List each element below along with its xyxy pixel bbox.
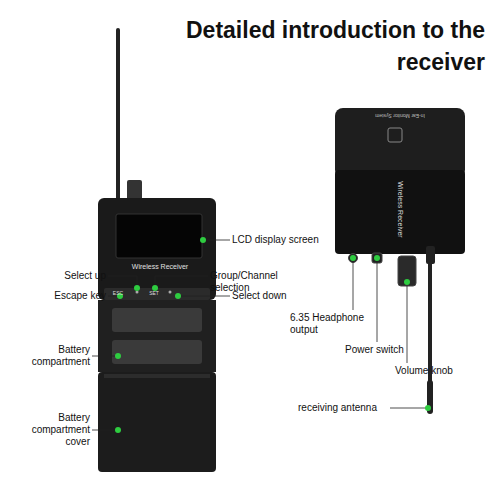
part-label: Power switch [345,344,435,356]
part-label: Escape key [20,290,106,302]
volume-knob [398,256,416,286]
battery [112,308,202,332]
power-switch [372,253,382,263]
part-label: 6.35 Headphone output [290,312,372,336]
hinge [104,374,210,378]
part-label: Select down [232,290,322,302]
part-label: ESC [108,290,128,297]
part-label: receiving antenna [298,402,390,414]
part-label: SET [144,290,164,297]
part-label: Select up [20,270,106,282]
antenna [116,28,120,200]
headphone-jack [349,254,358,263]
title: Detailed introduction to the receiver [100,14,485,78]
part-label: Battery compartment cover [20,412,90,448]
button [169,291,172,294]
part-label: In-Ear Monitor System [355,112,445,119]
part-label: Battery compartment [20,344,90,368]
battery [112,340,202,364]
part-label: Wireless Receiver [396,162,405,258]
part-label: LCD display screen [232,234,342,246]
leader-lines [92,240,427,430]
logo [388,128,402,142]
part-label: Volume knob [395,365,485,377]
lcd-screen [116,214,202,258]
battery-compartment [98,300,216,372]
receiver-top [335,108,465,178]
receiver-body [98,198,216,300]
battery-cover [98,372,216,472]
antenna-base [426,246,435,264]
part-label: Wireless Receiver [112,262,208,271]
